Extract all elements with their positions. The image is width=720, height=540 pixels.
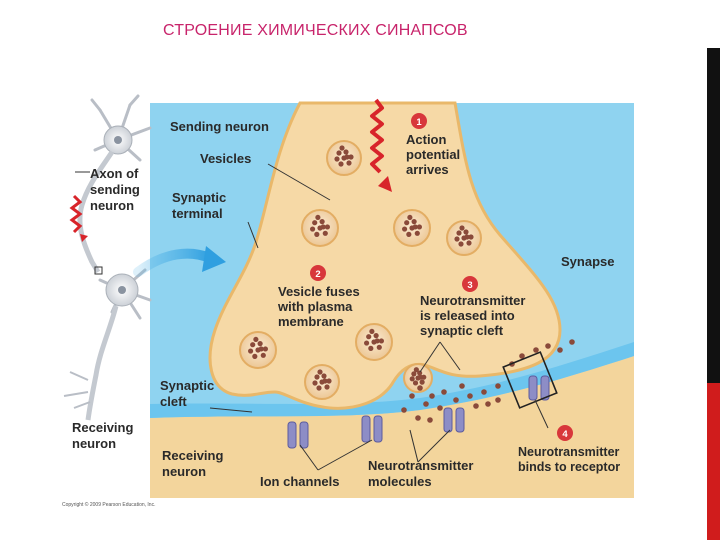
step-3-number: 3 <box>467 280 472 291</box>
label-synapse: Synapse <box>561 254 614 269</box>
leader-lines <box>75 163 549 471</box>
step-1-text-line1: Action <box>406 132 447 147</box>
vesicle-icon <box>446 220 482 256</box>
neurotransmitter-molecule <box>427 417 433 423</box>
neurotransmitter-molecule <box>545 343 551 349</box>
neurotransmitter-molecule <box>519 353 525 359</box>
receptor-icon <box>528 375 550 401</box>
ion-channel-group <box>287 351 558 449</box>
neurotransmitter-molecule <box>417 385 423 391</box>
neurotransmitter-molecule <box>485 401 491 407</box>
neurotransmitter-molecule <box>401 407 407 413</box>
slide-title: СТРОЕНИЕ ХИМИЧЕСКИХ СИНАПСОВ <box>163 22 468 39</box>
step-4-text-line2: binds to receptor <box>518 460 620 474</box>
vesicle-icon <box>403 363 433 393</box>
neurotransmitter-molecule <box>557 347 563 353</box>
neurotransmitter-molecule <box>415 415 421 421</box>
label-axon-line1: Axon of <box>90 166 139 181</box>
step-4-text-line1: Neurotransmitter <box>518 445 620 459</box>
neurotransmitter-molecule <box>495 383 501 389</box>
neurotransmitter-molecule <box>473 403 479 409</box>
synaptic-terminal-shape <box>208 101 562 410</box>
neurotransmitter-molecule <box>533 347 539 353</box>
label-vesicles: Vesicles <box>200 151 251 166</box>
label-synaptic-terminal-line2: terminal <box>172 206 223 221</box>
axon-terminals <box>63 371 91 409</box>
step-3-text-line3: synaptic cleft <box>420 323 504 338</box>
step-4-number: 4 <box>562 429 568 440</box>
label-sending-neuron: Sending neuron <box>170 119 269 134</box>
neurotransmitter-molecule <box>423 401 429 407</box>
vesicle-icon <box>393 209 431 247</box>
label-axon-line3: neuron <box>90 198 134 213</box>
neurotransmitter-molecule <box>495 397 501 403</box>
step-1-badge <box>411 113 427 129</box>
slide-edge-bar-dark <box>707 48 720 383</box>
step-1-text-line2: potential <box>406 147 460 162</box>
neurotransmitter-molecule <box>429 393 435 399</box>
step-3-badge <box>462 276 478 292</box>
slide-edge-bar-red <box>707 383 720 540</box>
label-receiving-left-line2: neuron <box>72 436 116 451</box>
label-neurotransmitter-molecules-line2: molecules <box>368 474 432 489</box>
axon-signal-icon <box>69 194 83 234</box>
step-2-text-line2: with plasma <box>277 299 353 314</box>
action-potential-icon <box>370 98 384 174</box>
label-receiving-left-line1: Receiving <box>72 420 133 435</box>
step-1-text-line3: arrives <box>406 162 449 177</box>
receiving-axon <box>85 305 119 421</box>
diagram-labels: Axon of sending neuron Receiving neuron … <box>62 119 620 508</box>
label-ion-channels: Ion channels <box>260 474 339 489</box>
arrow-head-icon <box>202 246 226 272</box>
neurotransmitter-molecule <box>481 389 487 395</box>
neurotransmitter-molecule <box>453 397 459 403</box>
axon-of-sending-neuron <box>77 150 115 274</box>
step-badges: 1 2 3 4 <box>310 113 573 441</box>
step-1-number: 1 <box>416 117 422 128</box>
label-synaptic-cleft-line1: Synaptic <box>160 378 214 393</box>
vesicle-group <box>239 140 482 400</box>
neurotransmitter-molecule <box>459 383 465 389</box>
neurotransmitter-molecule <box>441 389 447 395</box>
step-3-text-line2: is released into <box>420 308 515 323</box>
step-2-text-line1: Vesicle fuses <box>278 284 360 299</box>
neurotransmitter-molecule <box>467 393 473 399</box>
vesicle-icon <box>301 209 339 247</box>
action-potential-arrowhead-icon <box>378 176 392 192</box>
step-2-number: 2 <box>315 269 320 280</box>
receptor-icon <box>443 407 465 433</box>
receptor-highlight-box <box>502 351 558 409</box>
ion-channel-icon <box>287 421 309 449</box>
receiving-neuron-body <box>150 356 634 498</box>
label-receiving-neuron-line1: Receiving <box>162 448 223 463</box>
neurotransmitter-molecule <box>437 405 443 411</box>
step-4-badge <box>557 425 573 441</box>
copyright-text: Copyright © 2009 Pearson Education, Inc. <box>62 501 155 508</box>
vesicle-icon <box>304 364 340 400</box>
neuron-illustration <box>63 94 226 421</box>
vesicle-icon <box>355 323 393 361</box>
arrow-icon <box>133 248 215 277</box>
step-2-badge <box>310 265 326 281</box>
ion-channel-icon <box>361 415 383 443</box>
synapse-panel <box>150 101 634 498</box>
neurotransmitter-molecules-group <box>401 339 575 423</box>
vesicle-icon <box>239 331 277 369</box>
label-synaptic-cleft-line2: cleft <box>160 394 187 409</box>
zoom-box <box>94 266 103 275</box>
step-2-text-line3: membrane <box>278 314 344 329</box>
label-axon-line2: sending <box>90 182 140 197</box>
vesicle-icon <box>326 140 362 176</box>
step-3-text-line1: Neurotransmitter <box>420 293 525 308</box>
label-neurotransmitter-molecules-line1: Neurotransmitter <box>368 458 473 473</box>
neurotransmitter-molecule <box>409 393 415 399</box>
neurotransmitter-molecule <box>569 339 575 345</box>
label-receiving-neuron-line2: neuron <box>162 464 206 479</box>
label-synaptic-terminal-line1: Synaptic <box>172 190 226 205</box>
